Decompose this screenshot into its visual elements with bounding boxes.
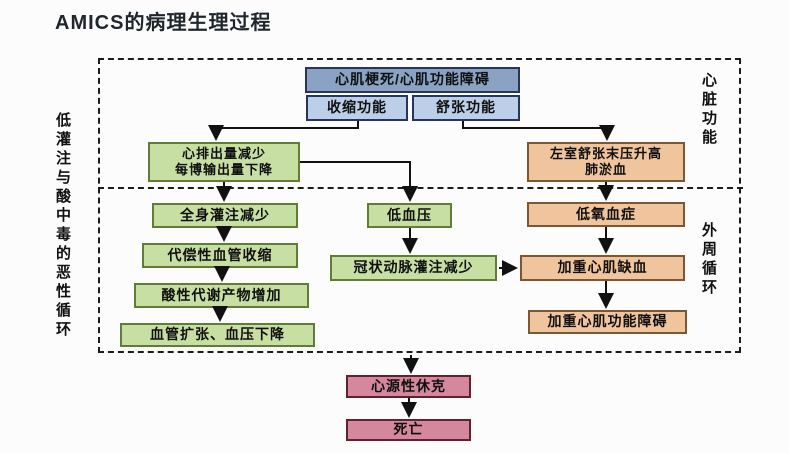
node-mi-dysfunction: 心肌梗死/心肌功能障碍 [305, 67, 520, 93]
left-cycle-label: 低灌注与酸中毒的恶性循环 [54, 112, 71, 340]
node-death: 死亡 [346, 419, 471, 441]
node-cardiac-output-decrease: 心排出量减少 每博输出量下降 [148, 142, 300, 182]
node-lvedp-rise: 左室舒张末压升高 肺淤血 [527, 142, 685, 182]
node-line1: 左室舒张末压升高 [549, 145, 662, 161]
node-coronary-perfusion-decrease: 冠状动脉灌注减少 [330, 255, 497, 281]
node-hypoxemia: 低氧血症 [527, 202, 685, 227]
node-aggravate-ischemia: 加重心肌缺血 [520, 255, 685, 281]
node-line2: 肺淤血 [584, 162, 627, 177]
vicious-cycle-frame [98, 58, 741, 353]
node-systolic-function: 收缩功能 [306, 95, 408, 121]
node-aggravate-dysfunction: 加重心肌功能障碍 [528, 310, 687, 334]
node-acidic-metabolites-increase: 酸性代谢产物增加 [134, 283, 309, 308]
node-compensatory-vasoconstriction: 代偿性血管收缩 [142, 243, 298, 268]
cardiac-function-label: 心脏功能 [700, 72, 717, 148]
node-systemic-perfusion-decrease: 全身灌注减少 [152, 203, 298, 228]
page-title: AMICS的病理生理过程 [55, 12, 272, 34]
node-hypotension: 低血压 [367, 203, 452, 228]
cardiac-peripheral-divider [98, 187, 743, 189]
peripheral-circulation-label: 外周循环 [700, 222, 717, 298]
node-vasodilation-bp-drop: 血管扩张、血压下降 [120, 323, 315, 347]
node-diastolic-function: 舒张功能 [412, 95, 520, 121]
node-line1: 心排出量减少 [181, 145, 266, 161]
node-line2: 每博输出量下降 [174, 162, 273, 177]
node-cardiogenic-shock: 心源性休克 [346, 375, 471, 398]
